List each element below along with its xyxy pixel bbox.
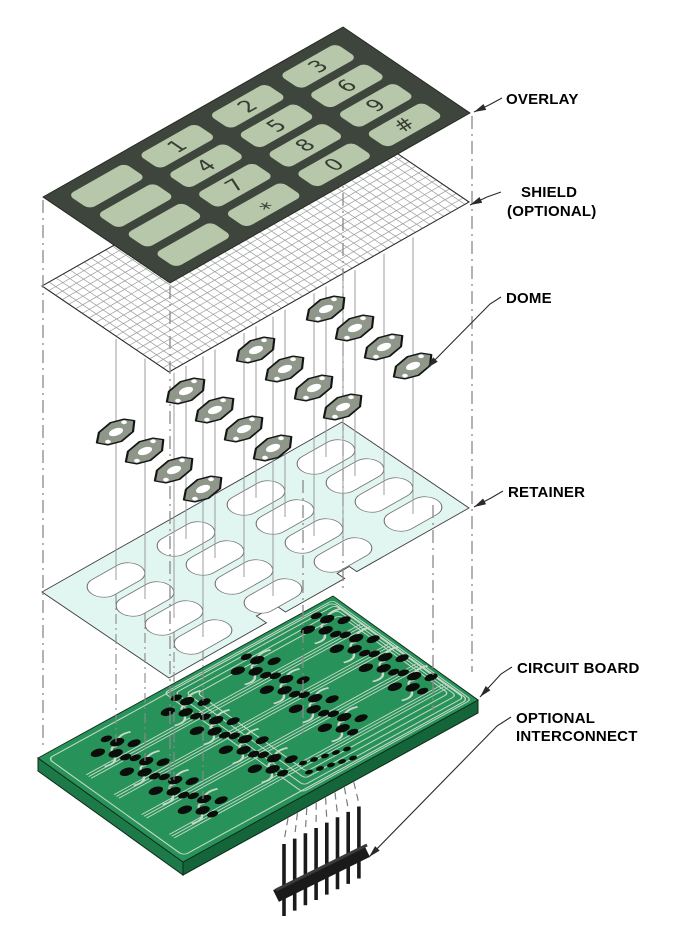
callout-text-circuit-board: CIRCUIT BOARD: [517, 660, 640, 677]
keypad-key: [98, 183, 173, 228]
keypad-key: [197, 163, 272, 208]
keypad-key: [210, 84, 285, 129]
snap-dome: [165, 377, 206, 405]
contact-pad-cluster: [329, 627, 380, 664]
leader-arrowhead: [480, 685, 491, 697]
callouts: OVERLAY SHIELD (OPTIONAL) DOME RETAINER CIRCU…: [368, 91, 640, 858]
snap-dome: [334, 314, 375, 342]
callout-text-shield: SHIELD: [521, 184, 577, 201]
keypad-key: [127, 202, 202, 248]
snap-dome: [322, 393, 363, 421]
callout-overlay: OVERLAY: [473, 91, 579, 113]
callout-shield: SHIELD (OPTIONAL): [469, 184, 597, 220]
leader-arrowhead: [474, 104, 487, 112]
keypad-key: [140, 124, 215, 169]
contact-pad-cluster: [119, 750, 170, 787]
callout-dome: DOME: [426, 290, 552, 369]
pin-leader-dash: [353, 782, 360, 804]
callout-text-optional-interconnect: INTERCONNECT: [516, 728, 638, 745]
contact-pad-cluster: [148, 769, 199, 806]
leader-arrowhead: [369, 846, 380, 857]
snap-dome: [235, 336, 276, 364]
pin-leader-dash: [283, 818, 289, 842]
keypad-key: [168, 143, 244, 188]
pcb-traces: [49, 601, 470, 855]
dome-layer: [95, 295, 433, 503]
pin-leader-dash: [334, 792, 339, 815]
circuit-board-layer: [37, 595, 479, 876]
keypad-key: [338, 83, 413, 128]
callout-text-overlay: OVERLAY: [506, 91, 579, 108]
contact-pad-cluster: [358, 646, 409, 683]
callout-circuit-board: CIRCUIT BOARD: [479, 660, 640, 698]
contact-pad-cluster: [189, 709, 240, 746]
callout-text-retainer: RETAINER: [508, 484, 585, 501]
contact-pad-cluster: [230, 649, 281, 686]
snap-dome: [182, 475, 223, 503]
contact-pad-cluster: [218, 728, 269, 765]
snap-dome: [194, 396, 235, 424]
alignment-guides: [115, 237, 414, 637]
callout-retainer: RETAINER: [473, 484, 585, 508]
contact-pad-cluster: [300, 608, 351, 645]
leader-arrowhead: [474, 498, 487, 507]
contact-pad-cluster: [160, 690, 211, 727]
contact-pad-cluster: [177, 788, 228, 825]
keypad-key: [156, 222, 231, 267]
keypad-key: [280, 44, 356, 89]
contact-pad-cluster: [90, 731, 141, 768]
snap-dome: [264, 355, 305, 383]
contact-pad-cluster: [387, 665, 438, 702]
callout-text-optional-interconnect: OPTIONAL: [516, 710, 595, 727]
snap-dome: [392, 352, 433, 380]
leader-line: [368, 716, 512, 858]
pin-leader-dash: [294, 813, 298, 836]
keypad-key: [239, 103, 314, 148]
snap-dome: [293, 374, 334, 402]
snap-dome: [305, 295, 346, 323]
header-body: [273, 845, 370, 902]
contact-pad-cluster: [317, 706, 368, 743]
snap-dome: [223, 415, 264, 443]
pin-leader-dash: [304, 807, 308, 831]
leader-arrowhead: [427, 357, 438, 368]
keypad-key: [309, 63, 385, 109]
connector-pads: [299, 746, 357, 775]
header-body-top-edge: [275, 843, 368, 892]
pin-leader-dash: [325, 797, 328, 820]
snap-dome: [124, 437, 165, 465]
keypad-key: [268, 123, 343, 168]
contact-pad-cluster: [259, 668, 310, 705]
contact-pad-cluster: [247, 747, 298, 784]
keypad-key: [367, 102, 442, 148]
snap-dome: [95, 418, 136, 446]
callout-text-shield: (OPTIONAL): [507, 203, 597, 220]
callout-text-dome: DOME: [506, 290, 552, 307]
contact-pad-cluster: [288, 687, 339, 724]
keypad-key: [69, 163, 144, 209]
snap-dome: [363, 333, 404, 361]
keypad-key: [226, 182, 301, 227]
pin-header: [273, 782, 370, 916]
keypad-key: [296, 142, 372, 187]
leader-arrowhead: [470, 196, 483, 205]
snap-dome: [252, 434, 293, 462]
snap-dome: [153, 456, 194, 484]
leader-line: [426, 296, 502, 369]
pin-leader-dash: [343, 787, 349, 810]
